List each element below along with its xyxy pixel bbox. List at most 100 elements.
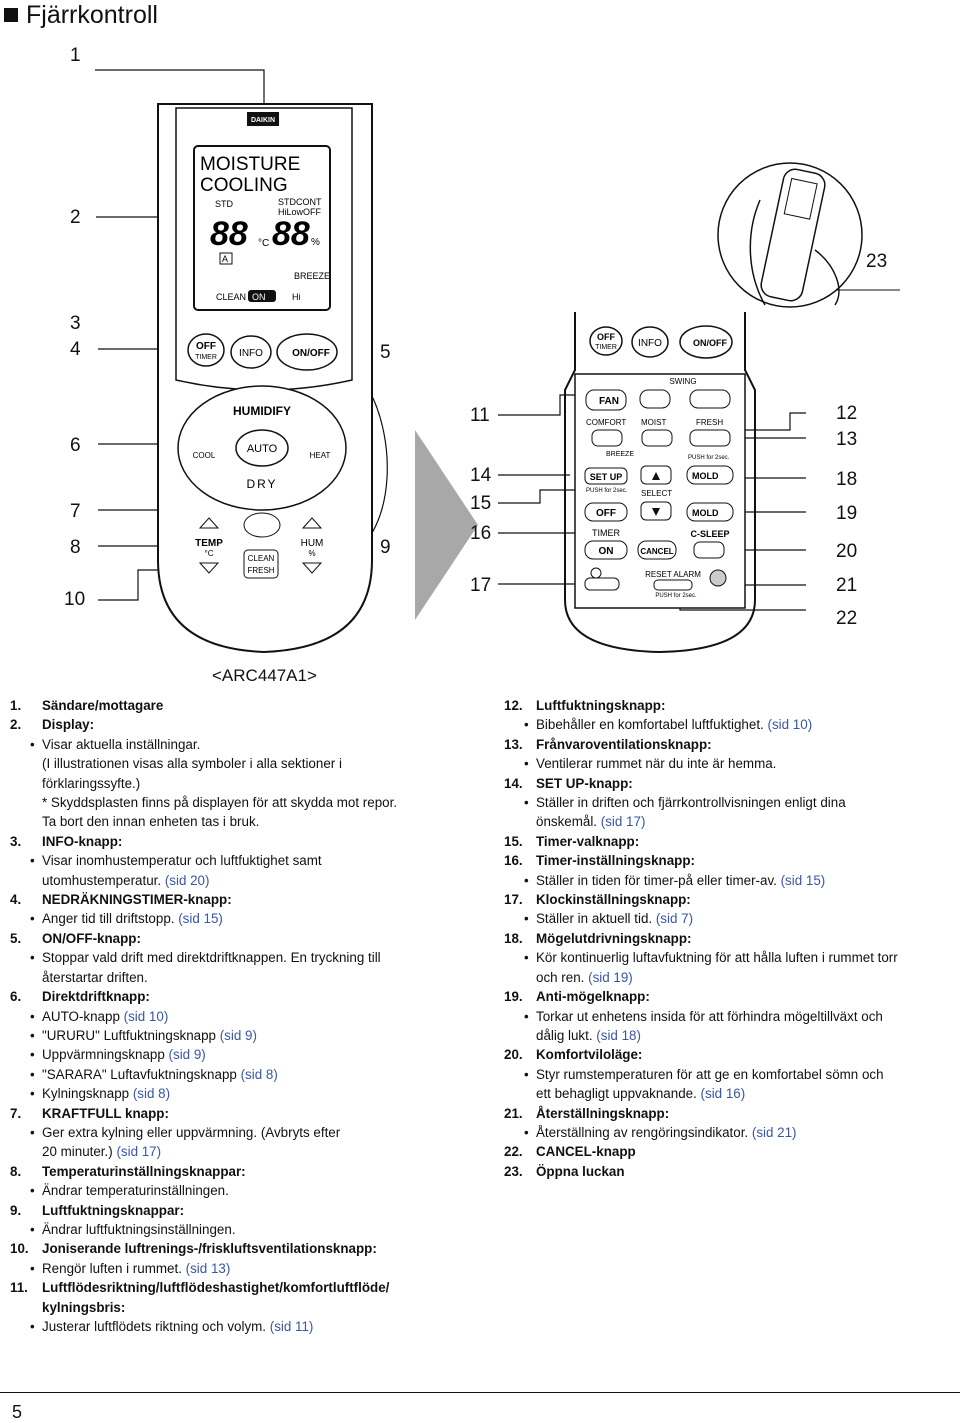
open-info-button[interactable] xyxy=(631,326,669,358)
page-reference-link[interactable]: (sid 17) xyxy=(116,1144,162,1160)
legend-line: förklaringssyfte.) xyxy=(22,774,480,793)
legend-item: 4.NEDRÄKNINGSTIMER-knapp: xyxy=(10,890,480,909)
legend-title: INFO-knapp: xyxy=(42,833,123,849)
moist-button[interactable] xyxy=(641,429,673,447)
page-reference-link[interactable]: (sid 8) xyxy=(240,1066,278,1082)
swing-vertical-button[interactable] xyxy=(639,389,671,409)
page-reference-link[interactable]: (sid 21) xyxy=(751,1124,797,1140)
fresh-button[interactable] xyxy=(689,429,731,447)
callout-18: 18 xyxy=(836,469,858,490)
legend-line: och ren. (sid 19) xyxy=(516,968,954,987)
legend-number: 14. xyxy=(504,775,523,791)
page-reference-link[interactable]: (sid 13) xyxy=(185,1260,231,1276)
legend-line-text: Återställning av rengöringsindikator. xyxy=(536,1124,752,1140)
page-reference-link[interactable]: (sid 9) xyxy=(168,1047,206,1063)
lcd-hilowoff: HiLowOFF xyxy=(278,207,322,217)
legend-line-text: Rengör luften i rummet. xyxy=(42,1260,186,1276)
legend-number: 19. xyxy=(504,989,523,1005)
legend-item: 18.Mögelutdrivningsknapp: xyxy=(504,929,954,948)
open-off-timer-button[interactable] xyxy=(589,326,623,356)
legend-title: Komfortviloläge: xyxy=(536,1047,643,1063)
hand-icon xyxy=(749,199,766,306)
legend-line-text: (I illustrationen visas alla symboler i … xyxy=(42,756,342,772)
page-reference-link[interactable]: (sid 10) xyxy=(123,1008,169,1024)
page-reference-link[interactable]: (sid 8) xyxy=(132,1086,171,1102)
page-reference-link[interactable]: (sid 15) xyxy=(780,872,826,888)
legend-line-text: Ventilerar rummet när du inte är hemma. xyxy=(536,756,777,772)
legend-line: ett behagligt uppvaknande. (sid 16) xyxy=(516,1084,954,1103)
fan-button[interactable] xyxy=(585,389,627,411)
legend-line-text: Ger extra kylning eller uppvärmning. (Av… xyxy=(42,1124,341,1140)
timer-off-button[interactable] xyxy=(584,502,628,522)
callout-10: 10 xyxy=(64,589,86,610)
clean-fresh-button[interactable] xyxy=(243,549,279,579)
legend-item: 19.Anti-mögelknapp: xyxy=(504,987,954,1006)
page-reference-link[interactable]: (sid 7) xyxy=(655,911,694,927)
legend-title: Direktdriftknapp: xyxy=(42,989,150,1005)
hum-down-icon[interactable] xyxy=(301,562,323,574)
page-title-block: Fjärrkontroll xyxy=(4,0,158,30)
reset-alarm-button[interactable] xyxy=(653,579,693,591)
callout-5: 5 xyxy=(380,342,391,363)
info-button[interactable] xyxy=(230,335,272,369)
fan-label: FAN xyxy=(599,396,619,407)
mold-button-1[interactable] xyxy=(686,465,734,485)
arrow-icon xyxy=(415,430,478,620)
page-reference-link[interactable]: (sid 15) xyxy=(178,911,223,927)
legend-line-text: dålig lukt. xyxy=(536,1027,597,1043)
callout-13: 13 xyxy=(836,429,858,450)
setup-button[interactable] xyxy=(584,467,628,485)
temp-down-icon[interactable] xyxy=(198,562,220,574)
page-reference-link[interactable]: (sid 10) xyxy=(767,717,813,733)
page-reference-link[interactable]: (sid 19) xyxy=(588,969,633,985)
legend-item: 22.CANCEL-knapp xyxy=(504,1142,954,1161)
legend-line-text: Kör kontinuerlig luftavfuktning för att … xyxy=(536,950,898,966)
auto-button[interactable] xyxy=(235,429,289,467)
powerful-button[interactable] xyxy=(243,512,281,538)
page-reference-link[interactable]: (sid 16) xyxy=(700,1086,746,1102)
page-reference-link[interactable]: (sid 11) xyxy=(269,1319,314,1334)
lcd-display xyxy=(193,145,331,311)
select-label: SELECT xyxy=(641,489,672,498)
callout-4: 4 xyxy=(70,339,81,360)
legend-line-text: Kylningsknapp xyxy=(42,1086,133,1102)
page-reference-link[interactable]: (sid 17) xyxy=(600,814,646,830)
open-onoff-button[interactable] xyxy=(679,325,733,359)
legend-line-text: kylningsbris: xyxy=(42,1299,126,1315)
hum-up-icon[interactable] xyxy=(301,517,323,529)
legend-number: 8. xyxy=(10,1163,22,1179)
legend-line-text: Torkar ut enhetens insida för att förhin… xyxy=(536,1008,883,1024)
legend-list-right: 12.Luftfuktningsknapp:Bibehåller en komf… xyxy=(504,696,954,1181)
legend-line-text: utomhustemperatur. xyxy=(42,872,165,888)
legend-line: AUTO-knapp (sid 10) xyxy=(22,1007,480,1027)
page-reference-link[interactable]: (sid 9) xyxy=(219,1027,257,1043)
cancel-button[interactable] xyxy=(637,540,677,560)
comfort-button[interactable] xyxy=(591,429,623,447)
page-reference-link[interactable]: (sid 20) xyxy=(164,872,210,888)
legend-line: Torkar ut enhetens insida för att förhin… xyxy=(516,1007,954,1027)
reset-alarm-label: RESET ALARM xyxy=(645,570,701,579)
page-reference-link[interactable]: (sid 18) xyxy=(596,1027,641,1043)
legend-line: Justerar luftflödets riktning och volym.… xyxy=(22,1317,480,1337)
mold-button-2[interactable] xyxy=(686,502,734,522)
temp-up-icon[interactable] xyxy=(198,517,220,529)
legend-line-text: Anger tid till driftstopp. xyxy=(42,911,179,927)
legend-line-text: Uppvärmningsknapp xyxy=(42,1047,169,1063)
onoff-button[interactable] xyxy=(276,333,338,371)
legend-number: 15. xyxy=(504,833,523,849)
callout-14: 14 xyxy=(470,465,492,486)
timer-on-button[interactable] xyxy=(584,540,628,560)
legend-title: Joniserande luftrenings-/friskluftsventi… xyxy=(42,1241,377,1257)
moist-label: MOIST xyxy=(641,418,666,427)
legend-number: 4. xyxy=(10,892,22,908)
legend-title: Öppna luckan xyxy=(536,1163,625,1179)
legend-title: Mögelutdrivningsknapp: xyxy=(536,930,692,946)
off-timer-button[interactable] xyxy=(187,333,225,367)
csleep-button[interactable] xyxy=(693,541,725,559)
legend-title: SET UP-knapp: xyxy=(536,775,633,791)
clock-button[interactable] xyxy=(584,577,620,591)
swing-horizontal-button[interactable] xyxy=(689,389,731,409)
legend-number: 20. xyxy=(504,1047,523,1063)
callout-19: 19 xyxy=(836,503,858,524)
